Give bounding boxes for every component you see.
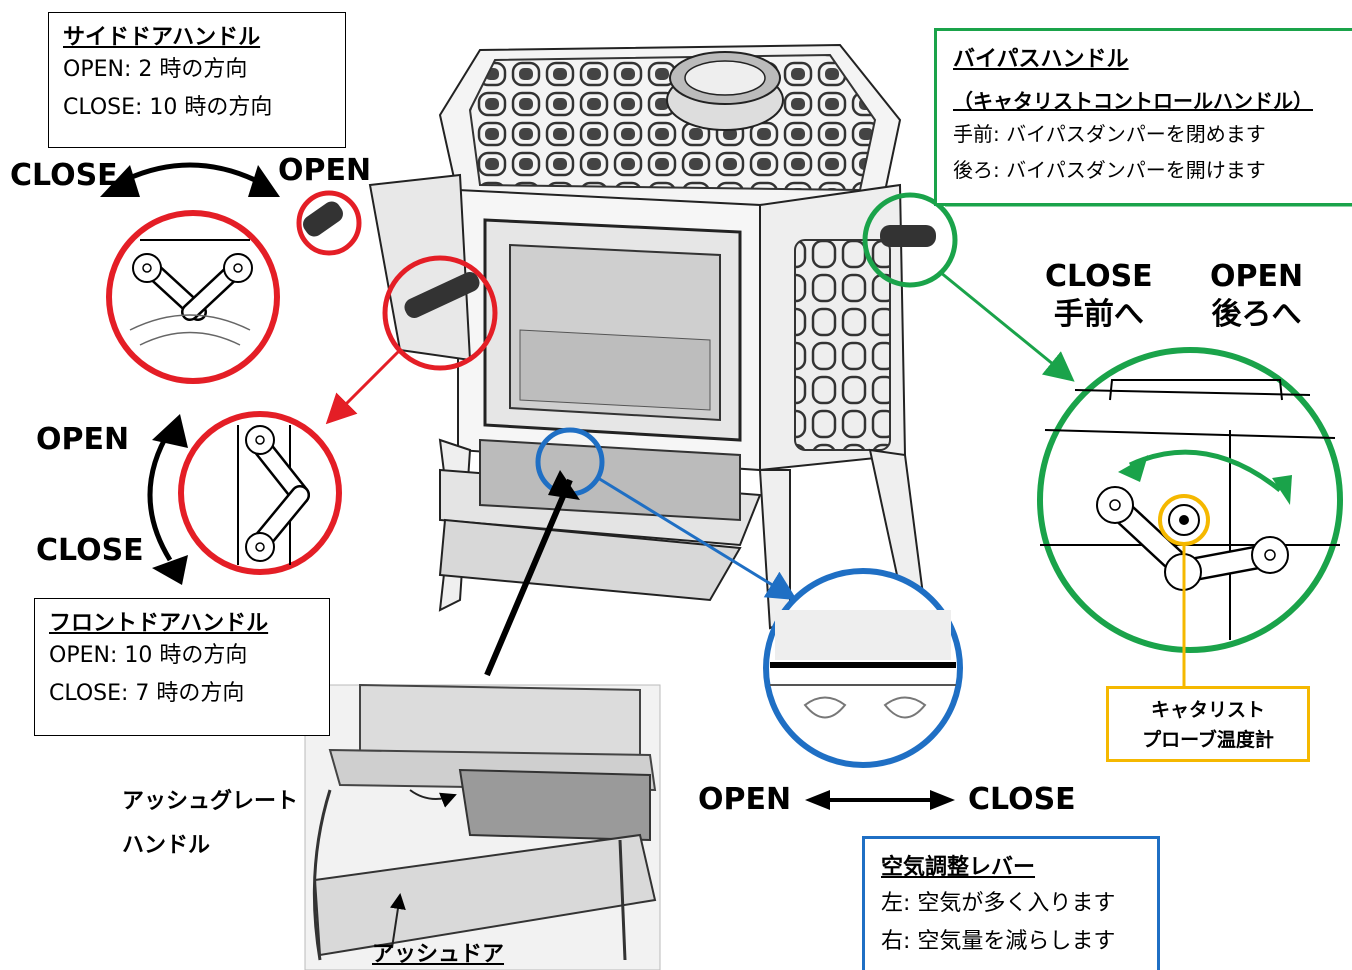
air-lever-info-box: 空気調整レバー 左: 空気が多く入ります 右: 空気量を減らします [862, 836, 1160, 970]
ash-drawer-inset [304, 683, 661, 970]
ash-grate-handle-label: アッシュグレート ハンドル [122, 780, 298, 868]
catalyst-line2: プローブ温度計 [1142, 729, 1274, 751]
ash-door-label: アッシュドア [372, 942, 505, 967]
ash-grate-handle-line2: ハンドル [122, 833, 211, 858]
bypass-info-box: バイパスハンドル （キャタリストコントロールハンドル） 手前: バイパスダンパー… [934, 28, 1352, 206]
side-door-title: サイドドアハンドル [63, 25, 261, 50]
side-door-handle-callout [106, 190, 362, 384]
front-door-open-text: OPEN: 10 時の方向 [49, 643, 248, 668]
side-door-open-label: OPEN [278, 153, 372, 188]
catalyst-probe-box: キャタリスト プローブ温度計 [1106, 686, 1310, 762]
air-lever-close-label: CLOSE [968, 782, 1076, 817]
side-door-arrowhead-right [248, 165, 280, 197]
bypass-back-text: 後ろ: バイパスダンパーを開けます [953, 158, 1266, 182]
front-door-close-label: CLOSE [36, 533, 144, 568]
side-door-close-text: CLOSE: 10 時の方向 [63, 95, 273, 120]
catalyst-line1: キャタリスト [1150, 699, 1265, 721]
front-door-open-label: OPEN [36, 422, 130, 457]
air-lever-title: 空気調整レバー [881, 855, 1036, 880]
air-lever-right-text: 右: 空気量を減らします [881, 929, 1116, 954]
front-door-close-text: CLOSE: 7 時の方向 [49, 681, 245, 706]
side-door-open-text: OPEN: 2 時の方向 [63, 57, 248, 82]
front-door-arrowhead-bottom [152, 555, 188, 585]
stove-illustration [303, 43, 936, 630]
bypass-subtitle: （キャタリストコントロールハンドル） [953, 89, 1313, 113]
side-door-info-box: サイドドアハンドル OPEN: 2 時の方向 CLOSE: 10 時の方向 [48, 12, 346, 148]
bypass-close-direction: 手前へ [1053, 297, 1144, 332]
bypass-close-label: CLOSE 手前へ [1045, 258, 1153, 334]
air-lever-arrowhead-right [930, 790, 955, 810]
bypass-close-word: CLOSE [1045, 259, 1153, 294]
ash-drawer-pointer-head [548, 470, 580, 500]
front-door-handle-callout [178, 255, 498, 575]
ash-drawer-pointer [484, 478, 573, 677]
bypass-open-label: OPEN 後ろへ [1210, 258, 1303, 334]
bypass-title: バイパスハンドル [953, 47, 1129, 72]
front-door-arrowhead-top [152, 414, 188, 448]
air-lever-left-text: 左: 空気が多く入ります [881, 891, 1116, 916]
side-door-close-label: CLOSE [10, 158, 118, 193]
air-lever-open-label: OPEN [698, 782, 792, 817]
air-lever-arrowhead-left [805, 790, 830, 810]
air-lever-callout [535, 427, 963, 768]
bypass-open-word: OPEN [1210, 259, 1304, 294]
side-door-swing-arrow [113, 162, 267, 188]
front-door-swing-arrow [147, 428, 173, 562]
side-door-arrowhead-left [100, 165, 140, 197]
front-door-info-box: フロントドアハンドル OPEN: 10 時の方向 CLOSE: 7 時の方向 [34, 598, 330, 736]
front-door-title: フロントドアハンドル [49, 611, 269, 636]
ash-grate-handle-line1: アッシュグレート [122, 789, 299, 814]
bypass-open-direction: 後ろへ [1211, 297, 1302, 332]
bypass-front-text: 手前: バイパスダンパーを閉めます [953, 122, 1266, 146]
bypass-handle-callout [862, 192, 1352, 653]
